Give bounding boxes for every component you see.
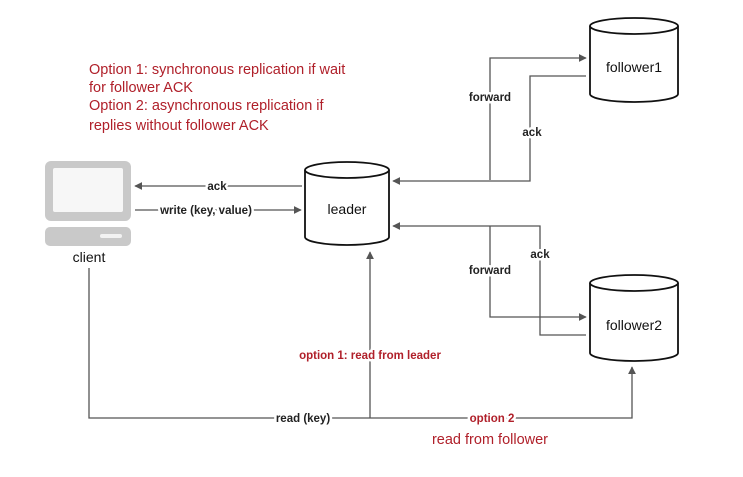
leader-label: leader	[328, 201, 367, 217]
follower2-label: follower2	[606, 317, 662, 333]
read-edges: option 1: read from leader read (key) op…	[88, 251, 636, 448]
forward-follower1-arrow	[489, 54, 587, 180]
follower2-node: follower2	[589, 274, 679, 362]
forward1-label: forward	[469, 92, 511, 104]
option2-label: option 2	[470, 413, 515, 425]
ack2-label: ack	[530, 249, 550, 261]
note-option2-line1: Option 2: asynchronous replication if	[89, 98, 325, 114]
laptop-icon	[45, 161, 131, 246]
client-node: client	[45, 161, 131, 265]
read-key-label: read (key)	[276, 413, 331, 425]
ack-follower2-arrow	[392, 222, 586, 336]
write-label: write (key, value)	[159, 205, 252, 217]
note-option1-line2: for follower ACK	[89, 80, 193, 96]
read-follower-arrow	[88, 268, 636, 419]
forward2-label: forward	[469, 265, 511, 277]
follower1-node: follower1	[589, 17, 679, 103]
read-leader-label: option 1: read from leader	[299, 350, 441, 362]
leader-node: leader	[304, 161, 390, 246]
follower1-label: follower1	[606, 59, 662, 75]
ack1-label: ack	[522, 127, 542, 139]
replication-notes: Option 1: synchronous replication if wai…	[89, 62, 345, 134]
ack-follower1-arrow	[392, 75, 586, 185]
leader-follower2-edges: forward ack	[392, 222, 587, 336]
forward-follower2-arrow	[489, 226, 587, 321]
note-option2-line2: replies without follower ACK	[89, 118, 269, 134]
leader-follower1-edges: forward ack	[392, 54, 587, 185]
client-leader-edges: ack write (key, value)	[134, 179, 302, 220]
ack-client-label: ack	[207, 181, 227, 193]
note-option1-line1: Option 1: synchronous replication if wai…	[89, 62, 345, 78]
read-follower-label: read from follower	[432, 432, 548, 448]
client-label: client	[73, 249, 106, 265]
